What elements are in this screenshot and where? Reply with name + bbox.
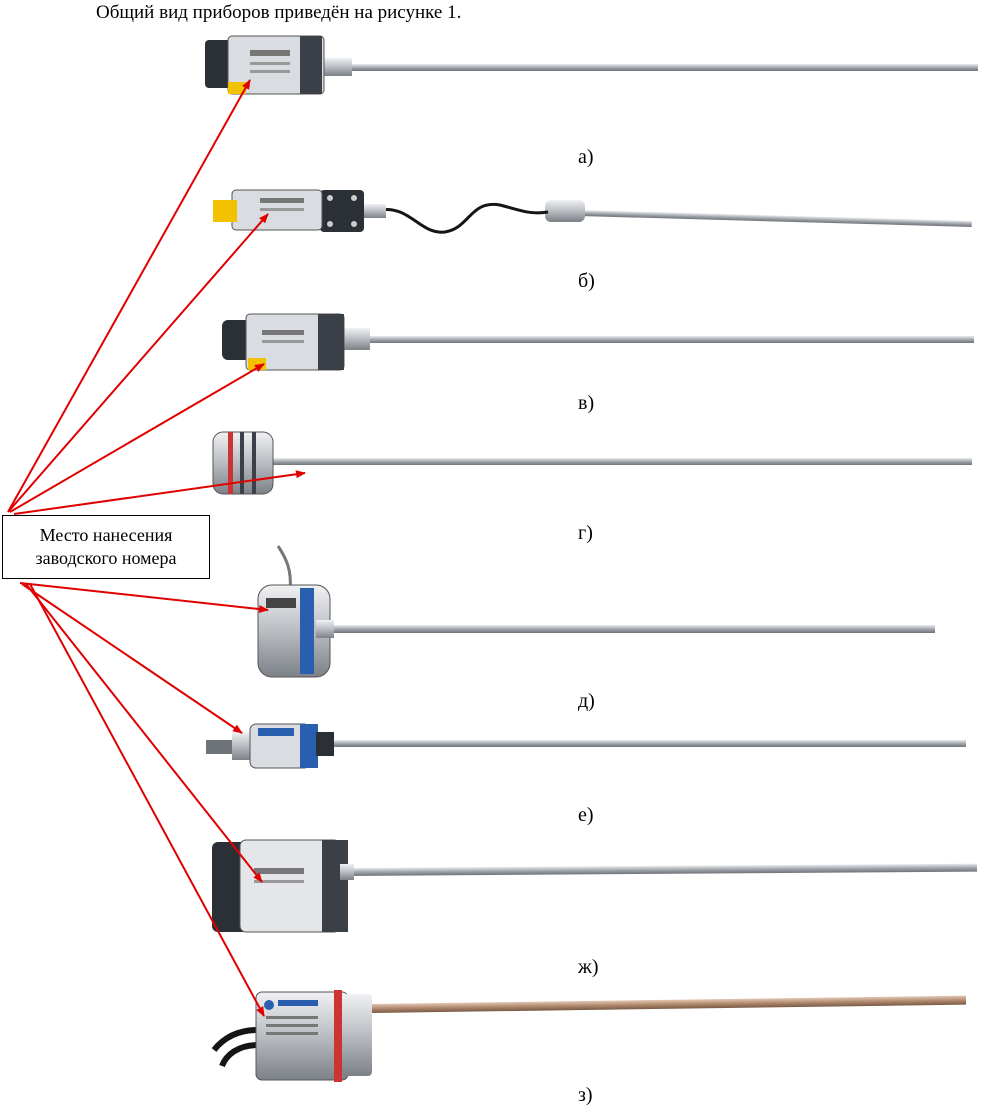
figure-label-v: в) (578, 392, 595, 414)
arrow-zh (25, 583, 263, 883)
device-z (211, 990, 967, 1082)
arrow-a (7, 79, 251, 513)
figure-label-g: г) (578, 522, 593, 544)
arrow-g (13, 470, 306, 515)
figure-label-e: е) (578, 804, 594, 826)
device-a (205, 35, 978, 95)
arrow-v (9, 363, 265, 513)
intro-text: Общий вид приборов приведён на рисунке 1… (96, 2, 462, 23)
device-d (257, 545, 935, 678)
device-v (222, 313, 974, 371)
figure-label-b: б) (578, 270, 595, 292)
figure-label-d: д) (578, 690, 595, 712)
serial-number-callout: Место нанесения заводского номера (2, 515, 210, 579)
arrow-d (19, 582, 269, 614)
device-e (206, 723, 966, 769)
callout-line-2: заводского номера (35, 548, 177, 568)
device-b (213, 189, 972, 234)
figure-label-a: а) (578, 146, 594, 168)
serial-number-arrows (7, 79, 306, 1017)
figure-label-z: з) (578, 1084, 593, 1106)
device-g (212, 431, 972, 495)
arrow-z (29, 583, 265, 1017)
arrow-e (21, 583, 243, 734)
callout-line-1: Место нанесения (39, 525, 173, 545)
arrow-b (7, 213, 269, 513)
device-zh (212, 839, 978, 933)
figure-label-zh: ж) (578, 956, 599, 978)
